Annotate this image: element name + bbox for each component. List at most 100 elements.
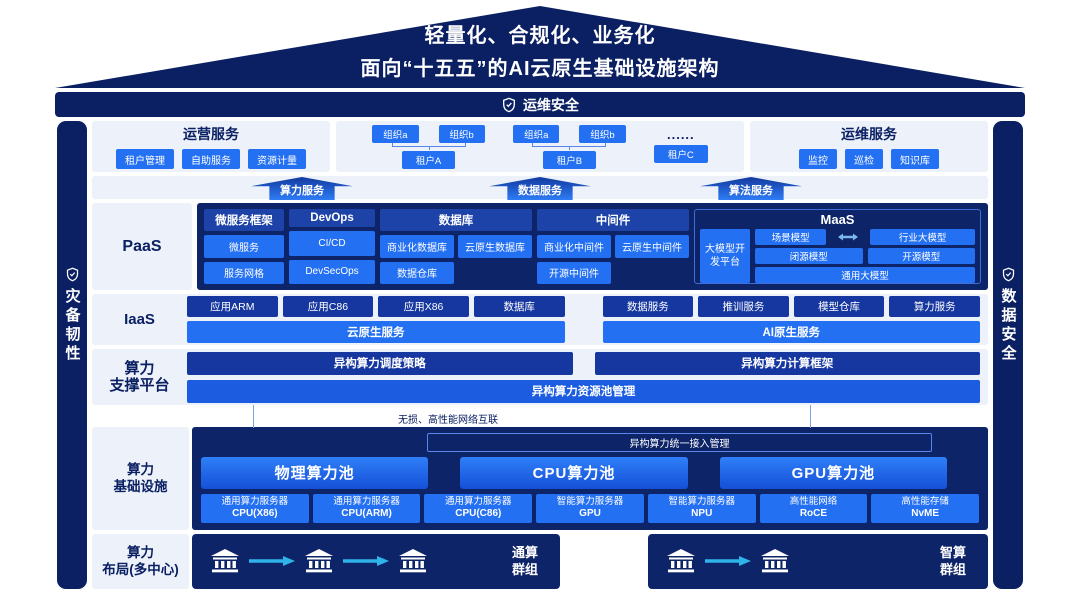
compute-support-label: 算力 支撑平台: [109, 360, 170, 395]
maintenance-services-chips: 监控 巡检 知识库: [799, 149, 939, 169]
scheduling-policy-bar: 异构算力调度策略: [187, 351, 573, 375]
compute-layout-row: 算力 布局(多中心): [92, 533, 988, 589]
server-chip: 高性能网络 RoCE: [759, 493, 868, 523]
shield-check-icon: [1001, 267, 1016, 282]
server-chip: 通用算力服务器 CPU(ARM): [312, 493, 421, 523]
ops-security-bar: 运维安全: [55, 92, 1025, 117]
general-compute-group-panel: 通算 群组: [192, 533, 560, 589]
maintenance-services-panel: 运维服务 监控 巡检 知识库: [750, 121, 988, 172]
server-chip: 通用算力服务器 CPU(X86): [201, 493, 309, 523]
server-chip: 高性能存储 NvME: [871, 493, 980, 523]
datacenter-building-icon: [304, 549, 334, 573]
chip-compute-service: 算力服务: [889, 296, 980, 318]
middleware-group: 中间件 商业化中间件 云原生中间件 开源中间件: [537, 209, 689, 285]
maas-group: MaaS 大模型开发平台 场景模型 行业大模型: [694, 209, 981, 285]
chip-app-arm: 应用ARM: [187, 296, 278, 318]
operation-services-chips: 租户管理 自助服务 资源计量: [116, 149, 306, 169]
ai-compute-group-label: 智算 群组: [939, 545, 966, 578]
server-chip: 智能算力服务器 GPU: [536, 493, 644, 523]
ai-native-services-bar: AI原生服务: [602, 321, 980, 344]
chip-cloudnative-middleware: 云原生中间件: [615, 235, 689, 258]
chip-database: 数据库: [473, 296, 565, 318]
roof-banner: 轻量化、合规化、业务化 面向“十五五”的AI云原生基础设施架构: [55, 6, 1025, 88]
chip-opensource-middleware: 开源中间件: [537, 261, 611, 285]
paas-row: PaaS 微服务框架 微服务 服务网格 DevOps CI/CD DevSecO…: [92, 203, 988, 291]
chip-general-model: 通用大模型: [755, 267, 975, 284]
compute-layout-label: 算力 布局(多中心): [92, 533, 189, 589]
compute-infrastructure-row: 算力 基础设施 异构算力统一接入管理 物理算力池 CPU算力池 GPU算力池 通…: [92, 426, 988, 530]
chip-service-mesh: 服务网格: [204, 261, 284, 285]
group-title: DevOps: [289, 209, 375, 228]
compute-support-platform-row: 算力 支撑平台 异构算力调度策略 异构算力计算框架 异构算力资源池管理: [92, 349, 988, 406]
roof-title-line2: 面向“十五五”的AI云原生基础设施架构: [360, 58, 720, 80]
datacenter-building-icon: [760, 549, 790, 573]
iaas-label: IaaS: [124, 311, 155, 329]
data-security-rail: 数据安全: [993, 121, 1023, 589]
chip-cloudnative-db: 云原生数据库: [458, 235, 532, 258]
database-group: 数据库 商业化数据库 云原生数据库 数据仓库: [380, 209, 532, 285]
chip-resource-metering: 资源计量: [248, 149, 306, 169]
tenant-c-group: ...... 租户C: [653, 126, 708, 163]
org-chip: 组织b: [438, 124, 485, 143]
server-chip: 通用算力服务器 CPU(C86): [424, 493, 533, 523]
chip-devsecops: DevSecOps: [289, 259, 375, 285]
chip-monitoring: 监控: [799, 149, 837, 169]
disaster-resilience-label: 灾备韧性: [63, 288, 81, 364]
ellipsis-more-tenants: ......: [666, 126, 695, 142]
chip-commercial-db: 商业化数据库: [380, 235, 454, 258]
chip-microservice: 微服务: [204, 235, 284, 258]
chip-llm-dev-platform: 大模型开发平台: [700, 229, 750, 284]
org-tenant-connector: [391, 142, 466, 150]
connector-line: [253, 405, 254, 429]
chip-training-service: 推训服务: [698, 296, 789, 318]
shield-check-icon: [65, 267, 80, 282]
data-service-arrow: 数据服务: [489, 177, 591, 200]
chip-app-c86: 应用C86: [282, 296, 374, 318]
chip-knowledge-base: 知识库: [891, 149, 939, 169]
compute-framework-bar: 异构算力计算框架: [594, 351, 980, 375]
chip-open-model: 开源模型: [867, 248, 975, 265]
right-arrow-icon: [249, 556, 295, 567]
right-arrow-icon: [343, 556, 389, 567]
compute-infrastructure-label: 算力 基础设施: [92, 426, 189, 530]
chip-industry-model: 行业大模型: [870, 229, 975, 246]
resource-pool-management-bar: 异构算力资源池管理: [187, 379, 980, 403]
tenant-c-chip: 租户C: [653, 144, 708, 163]
services-tenants-row: 运营服务 租户管理 自助服务 资源计量 组织a 组织b 租户A: [92, 121, 988, 172]
maas-title: MaaS: [820, 212, 855, 228]
chip-app-x86: 应用X86: [378, 296, 469, 318]
devops-group: DevOps CI/CD DevSecOps: [289, 209, 375, 285]
iaas-row: IaaS 应用ARM 应用C86 应用X86 数据库 云原生服务 数据服务 推训…: [92, 294, 988, 346]
datacenter-building-icon: [666, 549, 696, 573]
datacenter-building-icon: [210, 549, 240, 573]
cloudnative-services-bar: 云原生服务: [187, 321, 565, 344]
tenant-a-chip: 租户A: [401, 150, 456, 169]
paas-panel: 微服务框架 微服务 服务网格 DevOps CI/CD DevSecOps 数据…: [197, 203, 988, 291]
maintenance-services-title: 运维服务: [841, 126, 897, 142]
chip-cicd: CI/CD: [289, 231, 375, 256]
roof-title-line1: 轻量化、合规化、业务化: [424, 25, 656, 47]
chip-model-repo: 模型仓库: [793, 296, 885, 318]
compute-infrastructure-panel: 异构算力统一接入管理 物理算力池 CPU算力池 GPU算力池 通用算力服务器 C…: [192, 426, 988, 530]
connector-line: [810, 405, 811, 429]
iaas-cloudnative-cluster: 应用ARM 应用C86 应用X86 数据库 云原生服务: [187, 296, 565, 344]
chip-tenant-management: 租户管理: [116, 149, 174, 169]
ai-compute-group-panel: 智算 群组: [648, 533, 988, 589]
unified-access-management-bar: 异构算力统一接入管理: [426, 432, 933, 452]
chip-self-service: 自助服务: [182, 149, 240, 169]
cpu-compute-pool: CPU算力池: [460, 456, 688, 489]
group-title: 数据库: [380, 209, 532, 232]
network-note: 无损、高性能网络互联: [398, 415, 498, 427]
org-chip: 组织b: [579, 124, 626, 143]
org-chip: 组织a: [372, 124, 419, 143]
double-arrow-icon: [838, 233, 859, 241]
compute-service-arrow: 算力服务: [251, 177, 353, 200]
tenant-b-group: 组织a 组织b 租户B: [513, 124, 626, 169]
algorithm-service-arrow: 算法服务: [700, 177, 802, 200]
physical-compute-pool: 物理算力池: [201, 456, 429, 489]
chip-scene-model: 场景模型: [755, 229, 827, 246]
main-diagram-area: 运营服务 租户管理 自助服务 资源计量 组织a 组织b 租户A: [92, 121, 988, 589]
operation-services-panel: 运营服务 租户管理 自助服务 资源计量: [92, 121, 330, 172]
group-title: 中间件: [537, 209, 689, 232]
